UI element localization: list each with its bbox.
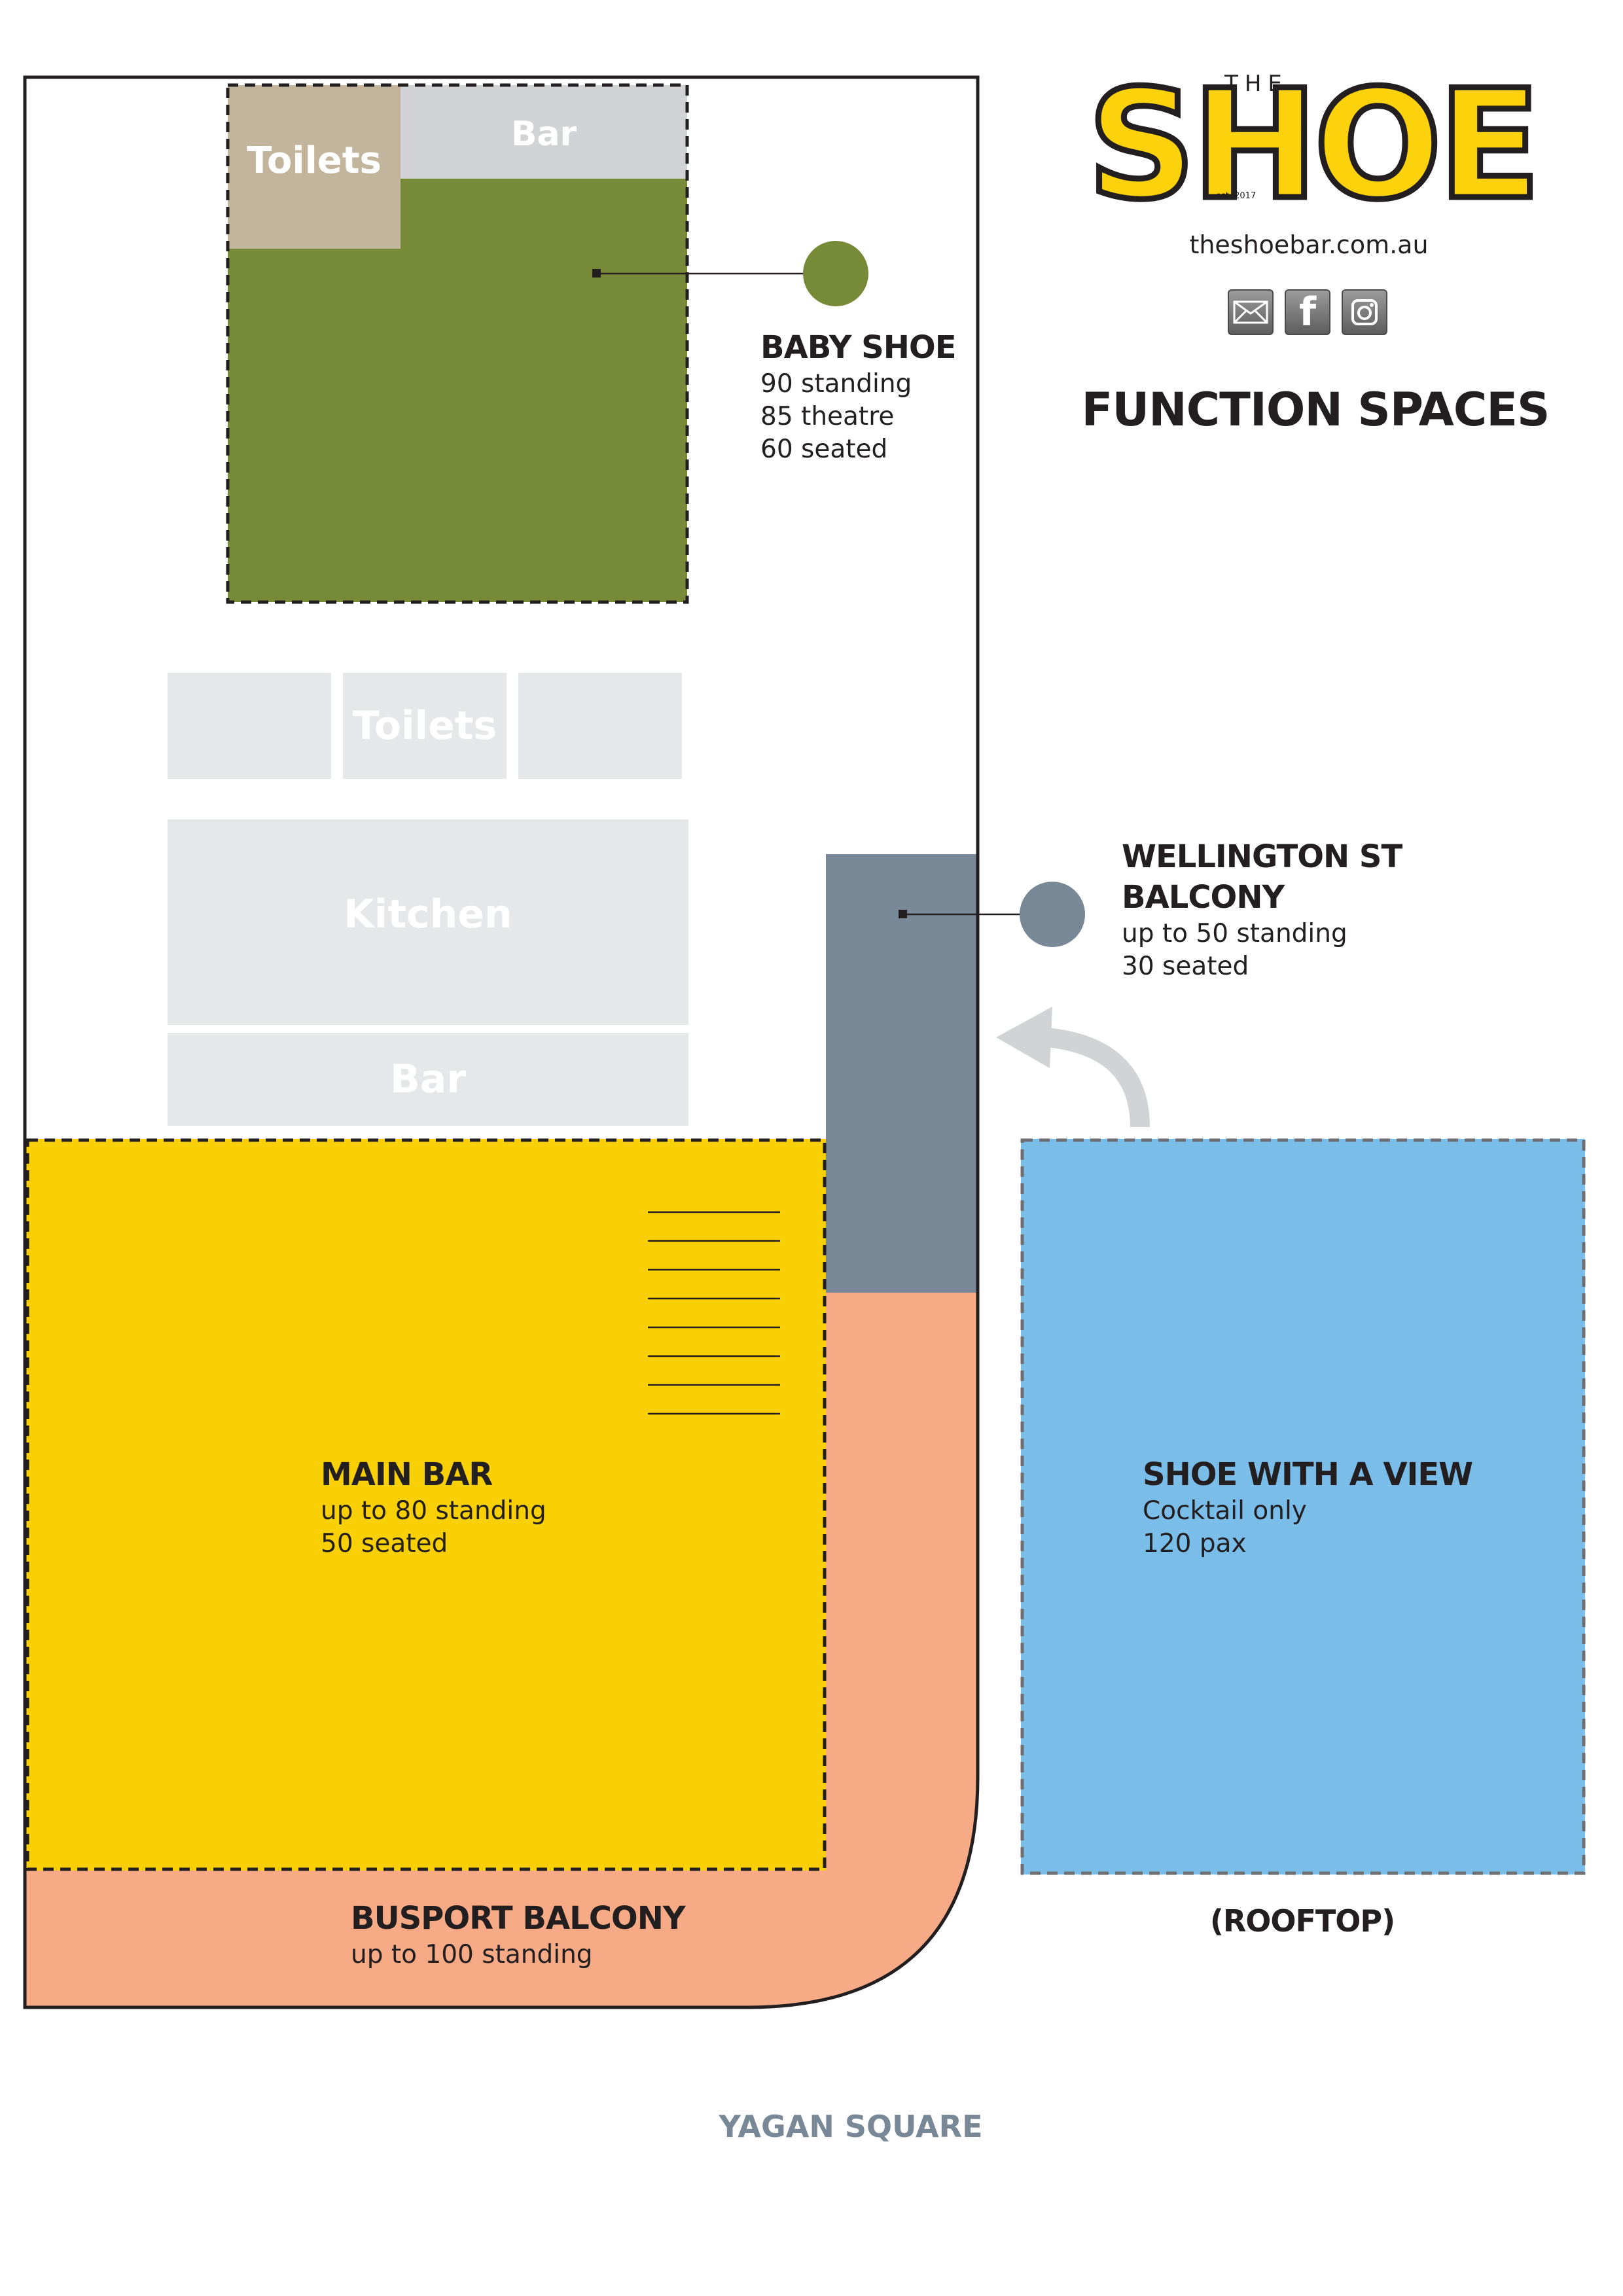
main-bar-name: MAIN BAR: [321, 1456, 493, 1493]
street-label: YAGAN SQUARE: [719, 2109, 983, 2144]
baby-shoe-marker: [803, 241, 868, 306]
arrow-head-icon: [996, 1007, 1052, 1068]
top-toilets-label: Toilets: [247, 139, 382, 182]
stair-lines: [648, 1211, 780, 1415]
email-icon[interactable]: [1228, 289, 1274, 335]
busport-line-1: up to 100 standing: [351, 1940, 593, 1969]
busport-name: BUSPORT BALCONY: [351, 1900, 686, 1937]
main-bar-line-2: 50 seated: [321, 1529, 448, 1558]
wellington-balcony-area[interactable]: [826, 854, 978, 1293]
kitchen-label: Kitchen: [344, 891, 512, 937]
top-bar-label: Bar: [510, 115, 577, 154]
shoe-with-a-view-line-1: Cocktail only: [1143, 1496, 1307, 1526]
rooftop-note: (ROOFTOP): [1209, 1903, 1395, 1939]
mid-bar-room: [168, 1033, 688, 1126]
building-outline: [23, 75, 980, 2009]
baby-shoe-line-2: 85 theatre: [760, 402, 895, 431]
page-title: FUNCTION SPACES: [1081, 383, 1550, 437]
curved-arrow-icon: [1046, 1028, 1150, 1128]
kitchen-room: [168, 819, 688, 1025]
wellington-anchor: [899, 910, 907, 918]
baby-shoe-boundary: [226, 83, 689, 604]
toilets-block-right: [518, 673, 682, 779]
wellington-marker: [1020, 882, 1085, 947]
top-toilets-room: [228, 85, 401, 249]
main-bar-line-1: up to 80 standing: [321, 1496, 546, 1526]
wellington-name-2: BALCONY: [1122, 879, 1285, 916]
toilets-block-center: [343, 673, 507, 779]
logo-wordmark: SHOE: [1084, 58, 1544, 233]
main-bar-caption: MAIN BAR up to 80 standing 50 seated: [321, 1454, 546, 1560]
baby-shoe-anchor: [592, 269, 601, 278]
busport-caption: BUSPORT BALCONY up to 100 standing: [351, 1898, 686, 1971]
logo-est: est. 2017: [1216, 191, 1257, 201]
mid-bar-label: Bar: [390, 1056, 466, 1102]
baby-shoe-line-1: 90 standing: [760, 369, 912, 399]
wellington-caption: WELLINGTON ST BALCONY up to 50 standing …: [1122, 836, 1402, 983]
baby-shoe-caption: BABY SHOE 90 standing 85 theatre 60 seat…: [760, 327, 956, 466]
website-link[interactable]: theshoebar.com.au: [1189, 230, 1429, 259]
toilets-block-left: [168, 673, 331, 779]
logo-the: THE: [1224, 71, 1289, 97]
wellington-line-1: up to 50 standing: [1122, 919, 1347, 948]
busport-balcony-area[interactable]: [26, 1293, 978, 2007]
wellington-name-1: WELLINGTON ST: [1122, 838, 1402, 875]
top-bar-room: [401, 85, 687, 179]
facebook-icon[interactable]: f: [1285, 289, 1330, 335]
baby-shoe-line-3: 60 seated: [760, 435, 888, 464]
main-bar-boundary: [26, 1138, 827, 1871]
baby-shoe-name: BABY SHOE: [760, 329, 956, 366]
instagram-icon[interactable]: [1342, 289, 1387, 335]
shoe-with-a-view-name: SHOE WITH A VIEW: [1143, 1456, 1473, 1493]
shoe-with-a-view-line-2: 120 pax: [1143, 1529, 1247, 1558]
mid-toilets-label: Toilets: [352, 703, 497, 749]
shoe-with-a-view-area[interactable]: [1021, 1139, 1585, 1874]
main-bar-area[interactable]: [26, 1139, 826, 1871]
shoe-with-a-view-caption: SHOE WITH A VIEW Cocktail only 120 pax: [1143, 1454, 1473, 1560]
wellington-line-2: 30 seated: [1122, 952, 1249, 981]
shoe-with-a-view-boundary: [1020, 1138, 1586, 1875]
